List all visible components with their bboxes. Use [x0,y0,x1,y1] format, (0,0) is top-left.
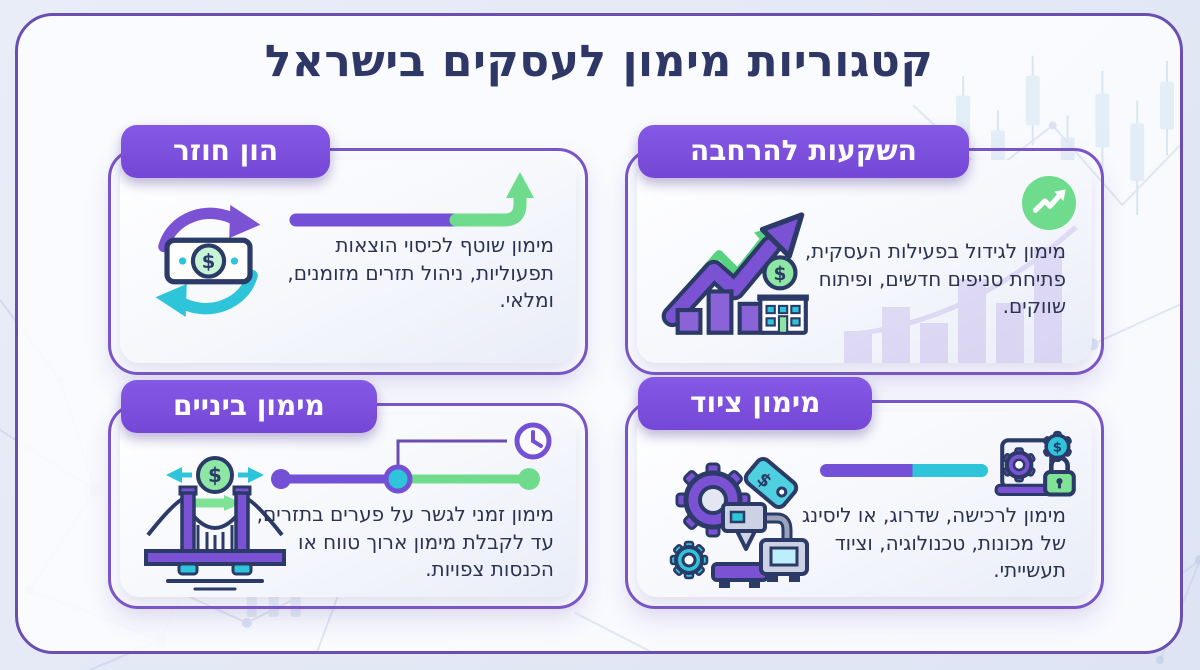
card-working-capital-description: מימון שוטף לכיסוי הוצאות תפעוליות, ניהול… [287,233,554,313]
trend-circle-icon [1022,176,1076,230]
bar-chart-watermark [843,225,1078,363]
timeline-clock-graphic [271,422,552,494]
card-bridge-financing-description: מימון זמני לגשר על פערים בתזרים, עד לקבל… [256,502,554,582]
card-equipment-financing-body: $ [637,412,1092,597]
card-bridge-financing: מימון ביניים $ [108,380,588,609]
card-expansion-investments-description: מימון לגידול בפעילות העסקית, פתיחת סניפי… [804,239,1066,319]
card-equipment-financing: מימון ציוד $ [625,377,1104,609]
dollar-glyph: $ [1053,441,1062,456]
progress-bar-graphic [820,464,988,477]
bridge-icon: $ [144,456,286,591]
card-equipment-financing-badge: מימון ציוד [638,377,873,430]
dollar-glyph: $ [773,264,786,285]
card-working-capital: הון חוזר $ מימון שוטף לכיסוי הוצאות תפעו… [108,125,588,375]
page-title: קטגוריות מימון לעסקים בישראל [264,36,934,87]
card-expansion-investments: השקעות להרחבה [625,125,1104,375]
card-working-capital-body: $ מימון שוטף לכיסוי הוצאות תפעוליות, ניה… [120,160,576,363]
infographic-frame: קטגוריות מימון לעסקים בישראל הון חוזר $ [15,13,1183,654]
growth-chart-icon: $ [661,212,809,335]
dollar-glyph: $ [202,250,216,273]
secure-equipment-icon: $ [994,430,1076,497]
money-cycle-icon: $ [155,205,261,317]
progress-arrow-graphic [289,172,534,227]
card-working-capital-badge: הון חוזר [121,125,331,178]
card-expansion-investments-badge: השקעות להרחבה [638,125,969,178]
card-expansion-investments-body: $ מימון לגידול בפעילות העסקית, פתיחת סני… [637,160,1092,363]
machinery-icon: $ [669,456,809,588]
small-gear [669,540,709,580]
card-bridge-financing-body: $ [120,415,576,597]
card-bridge-financing-badge: מימון ביניים [121,380,377,433]
card-equipment-financing-description: מימון לרכישה, שדרוג, או ליסינג של מכונות… [801,503,1066,583]
dollar-glyph: $ [208,463,222,487]
